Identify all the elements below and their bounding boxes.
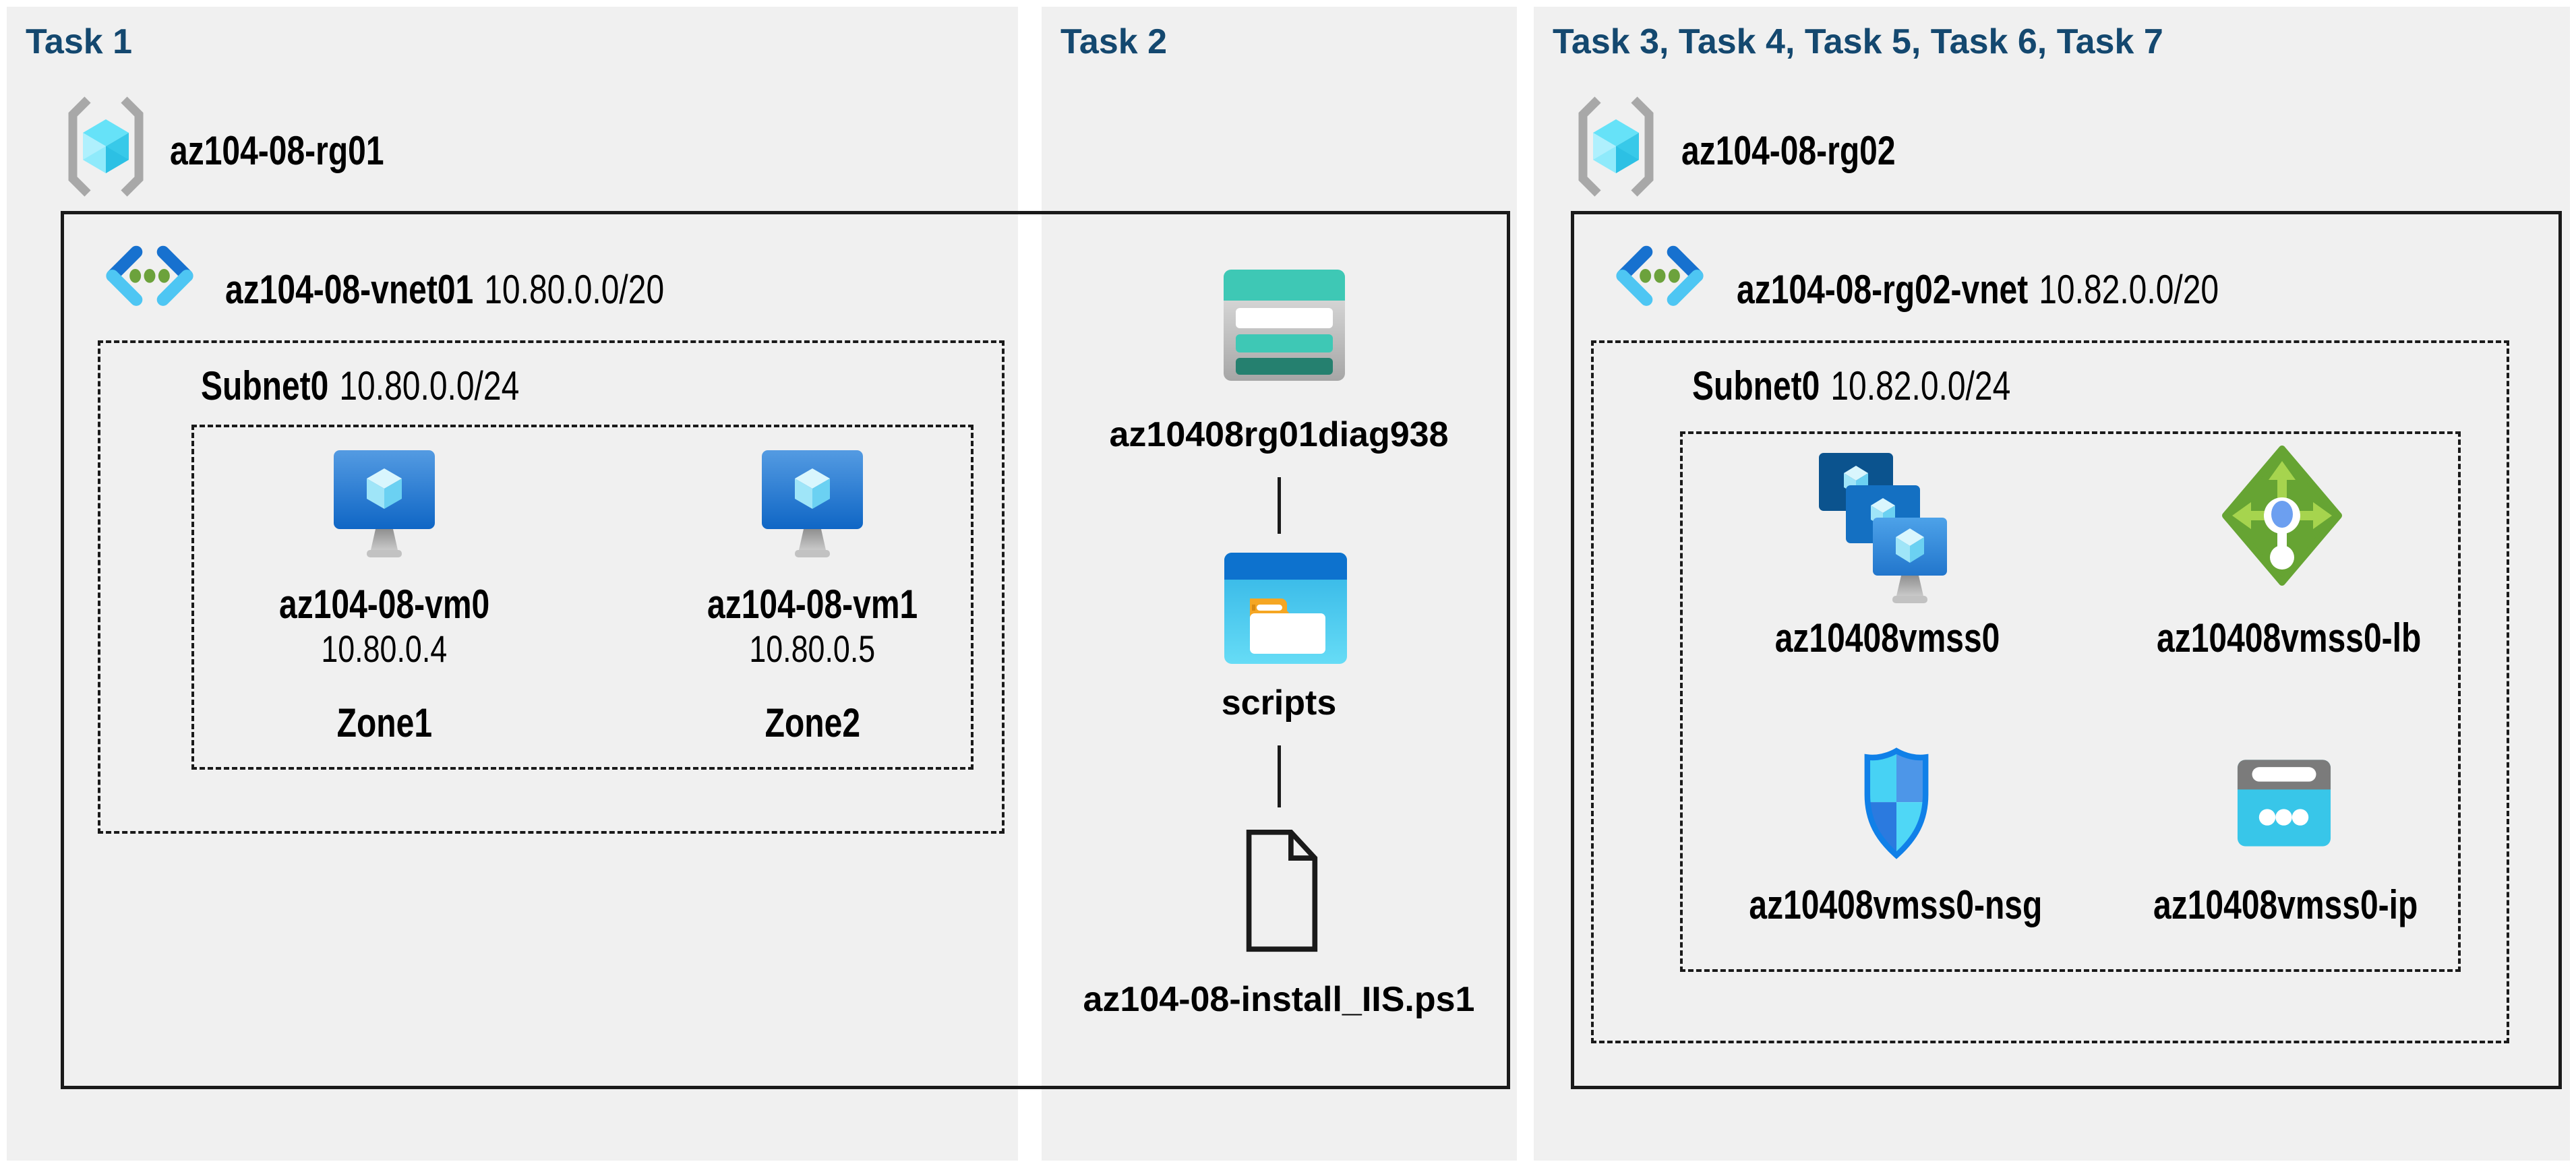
vnet-icon: [102, 243, 197, 312]
vm-icon: [762, 450, 863, 558]
nsg-icon: [1855, 743, 1938, 863]
file-icon: [1242, 828, 1320, 954]
task3-panel: [1534, 7, 2570, 1161]
public-ip-icon: [2236, 758, 2332, 848]
script-file-name: az104-08-install_IIS.ps1: [1083, 980, 1475, 1019]
task2-title: Task 2: [1060, 22, 1168, 61]
subnet1-boundary: [98, 340, 1005, 834]
vnet2-boundary-box: [1571, 211, 2562, 1089]
storage-account-icon: [1224, 270, 1345, 381]
load-balancer-icon: [2221, 445, 2343, 586]
vmss-icon: [1819, 453, 1947, 607]
connector-folder-file: [1278, 745, 1281, 807]
vm0-zone: Zone1: [336, 700, 432, 745]
folder-icon: [1224, 553, 1347, 664]
resource-group-name: az104-08-rg02: [1681, 128, 1896, 173]
vm1-zone: Zone2: [765, 700, 860, 745]
storage-account-name: az10408rg01diag938: [1109, 415, 1449, 454]
vnet1-boundary-box: [61, 211, 1510, 1089]
resource-group-name: az104-08-rg01: [170, 128, 384, 173]
public-ip-name: az10408vmss0-ip: [2153, 882, 2418, 927]
vmss-resources-boundary: [1680, 431, 2461, 972]
vmss-name: az10408vmss0: [1775, 615, 2000, 661]
vm1-ip: 10.80.0.5: [749, 627, 876, 670]
resource-group-icon: [1572, 94, 1660, 199]
vnet-icon: [1613, 243, 1707, 312]
resource-group-icon: [62, 94, 150, 199]
connector-storage-folder: [1278, 477, 1281, 534]
task1-panel: [7, 7, 1018, 1161]
vm0-name: az104-08-vm0: [278, 582, 490, 627]
task1-title: Task 1: [26, 22, 133, 61]
task3-title: Task 3, Task 4, Task 5, Task 6, Task 7: [1553, 22, 2163, 61]
vm0-ip: 10.80.0.4: [321, 627, 448, 670]
vm1-name: az104-08-vm1: [707, 582, 918, 627]
nsg-name: az10408vmss0-nsg: [1749, 882, 2043, 927]
subnet2-boundary: [1591, 340, 2509, 1043]
vm-group-boundary: [191, 425, 974, 770]
load-balancer-name: az10408vmss0-lb: [2156, 615, 2422, 661]
vm-icon: [334, 450, 435, 558]
container-name: scripts: [1221, 683, 1337, 723]
